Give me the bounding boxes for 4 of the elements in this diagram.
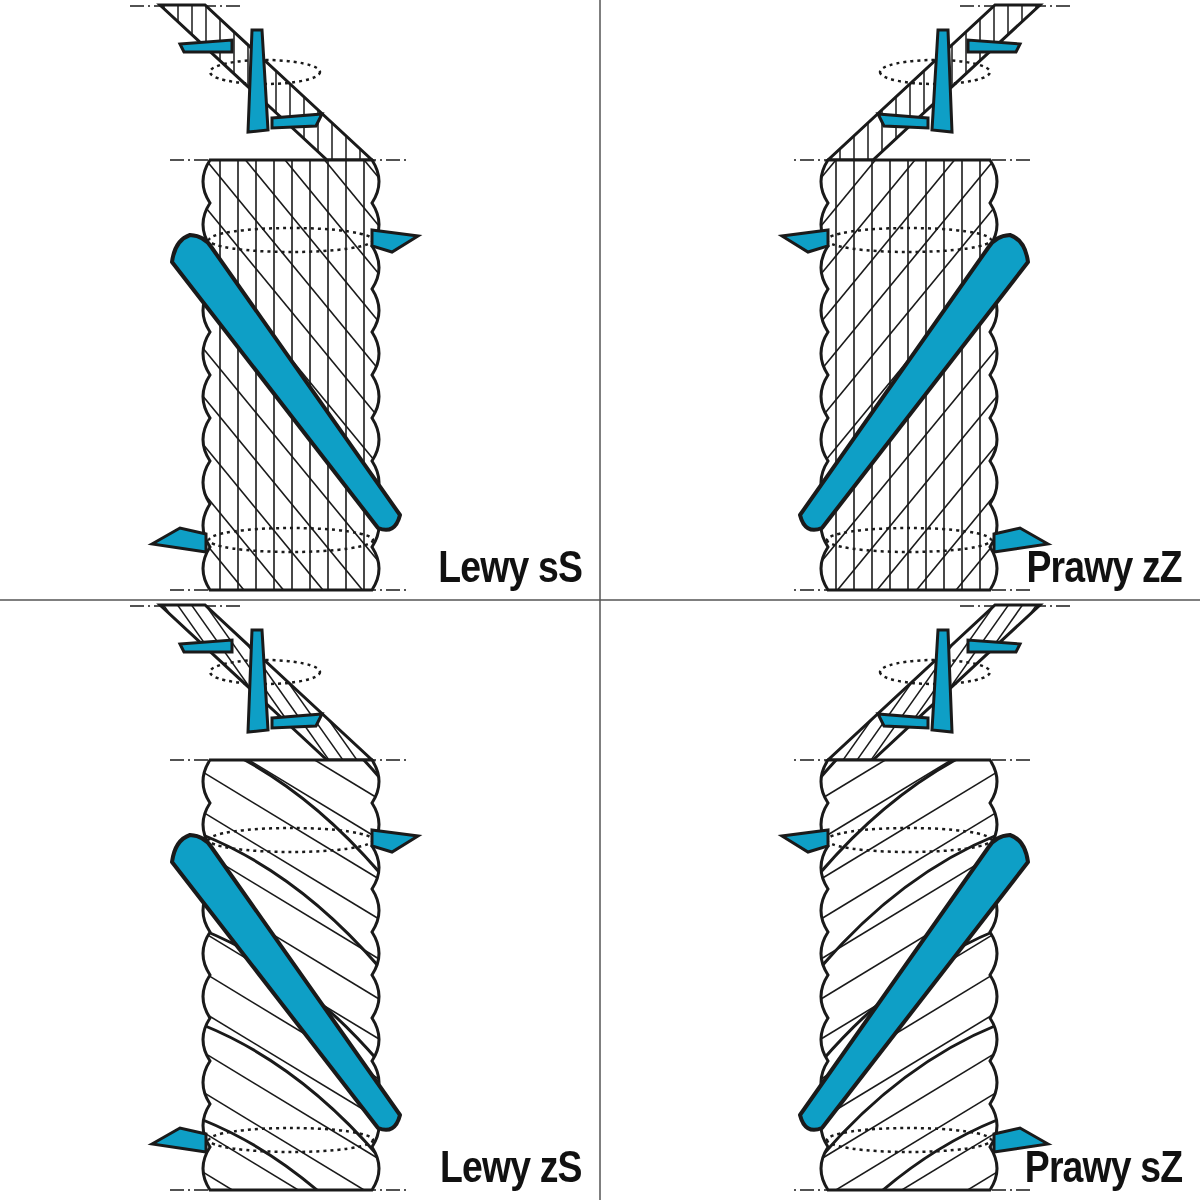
lay-direction-label: Prawy sZ xyxy=(1024,1142,1182,1192)
lay-direction-label: Lewy zS xyxy=(440,1142,582,1192)
lay-direction-label: Prawy zZ xyxy=(1026,542,1182,592)
lay-direction-label: Lewy sS xyxy=(438,542,582,592)
